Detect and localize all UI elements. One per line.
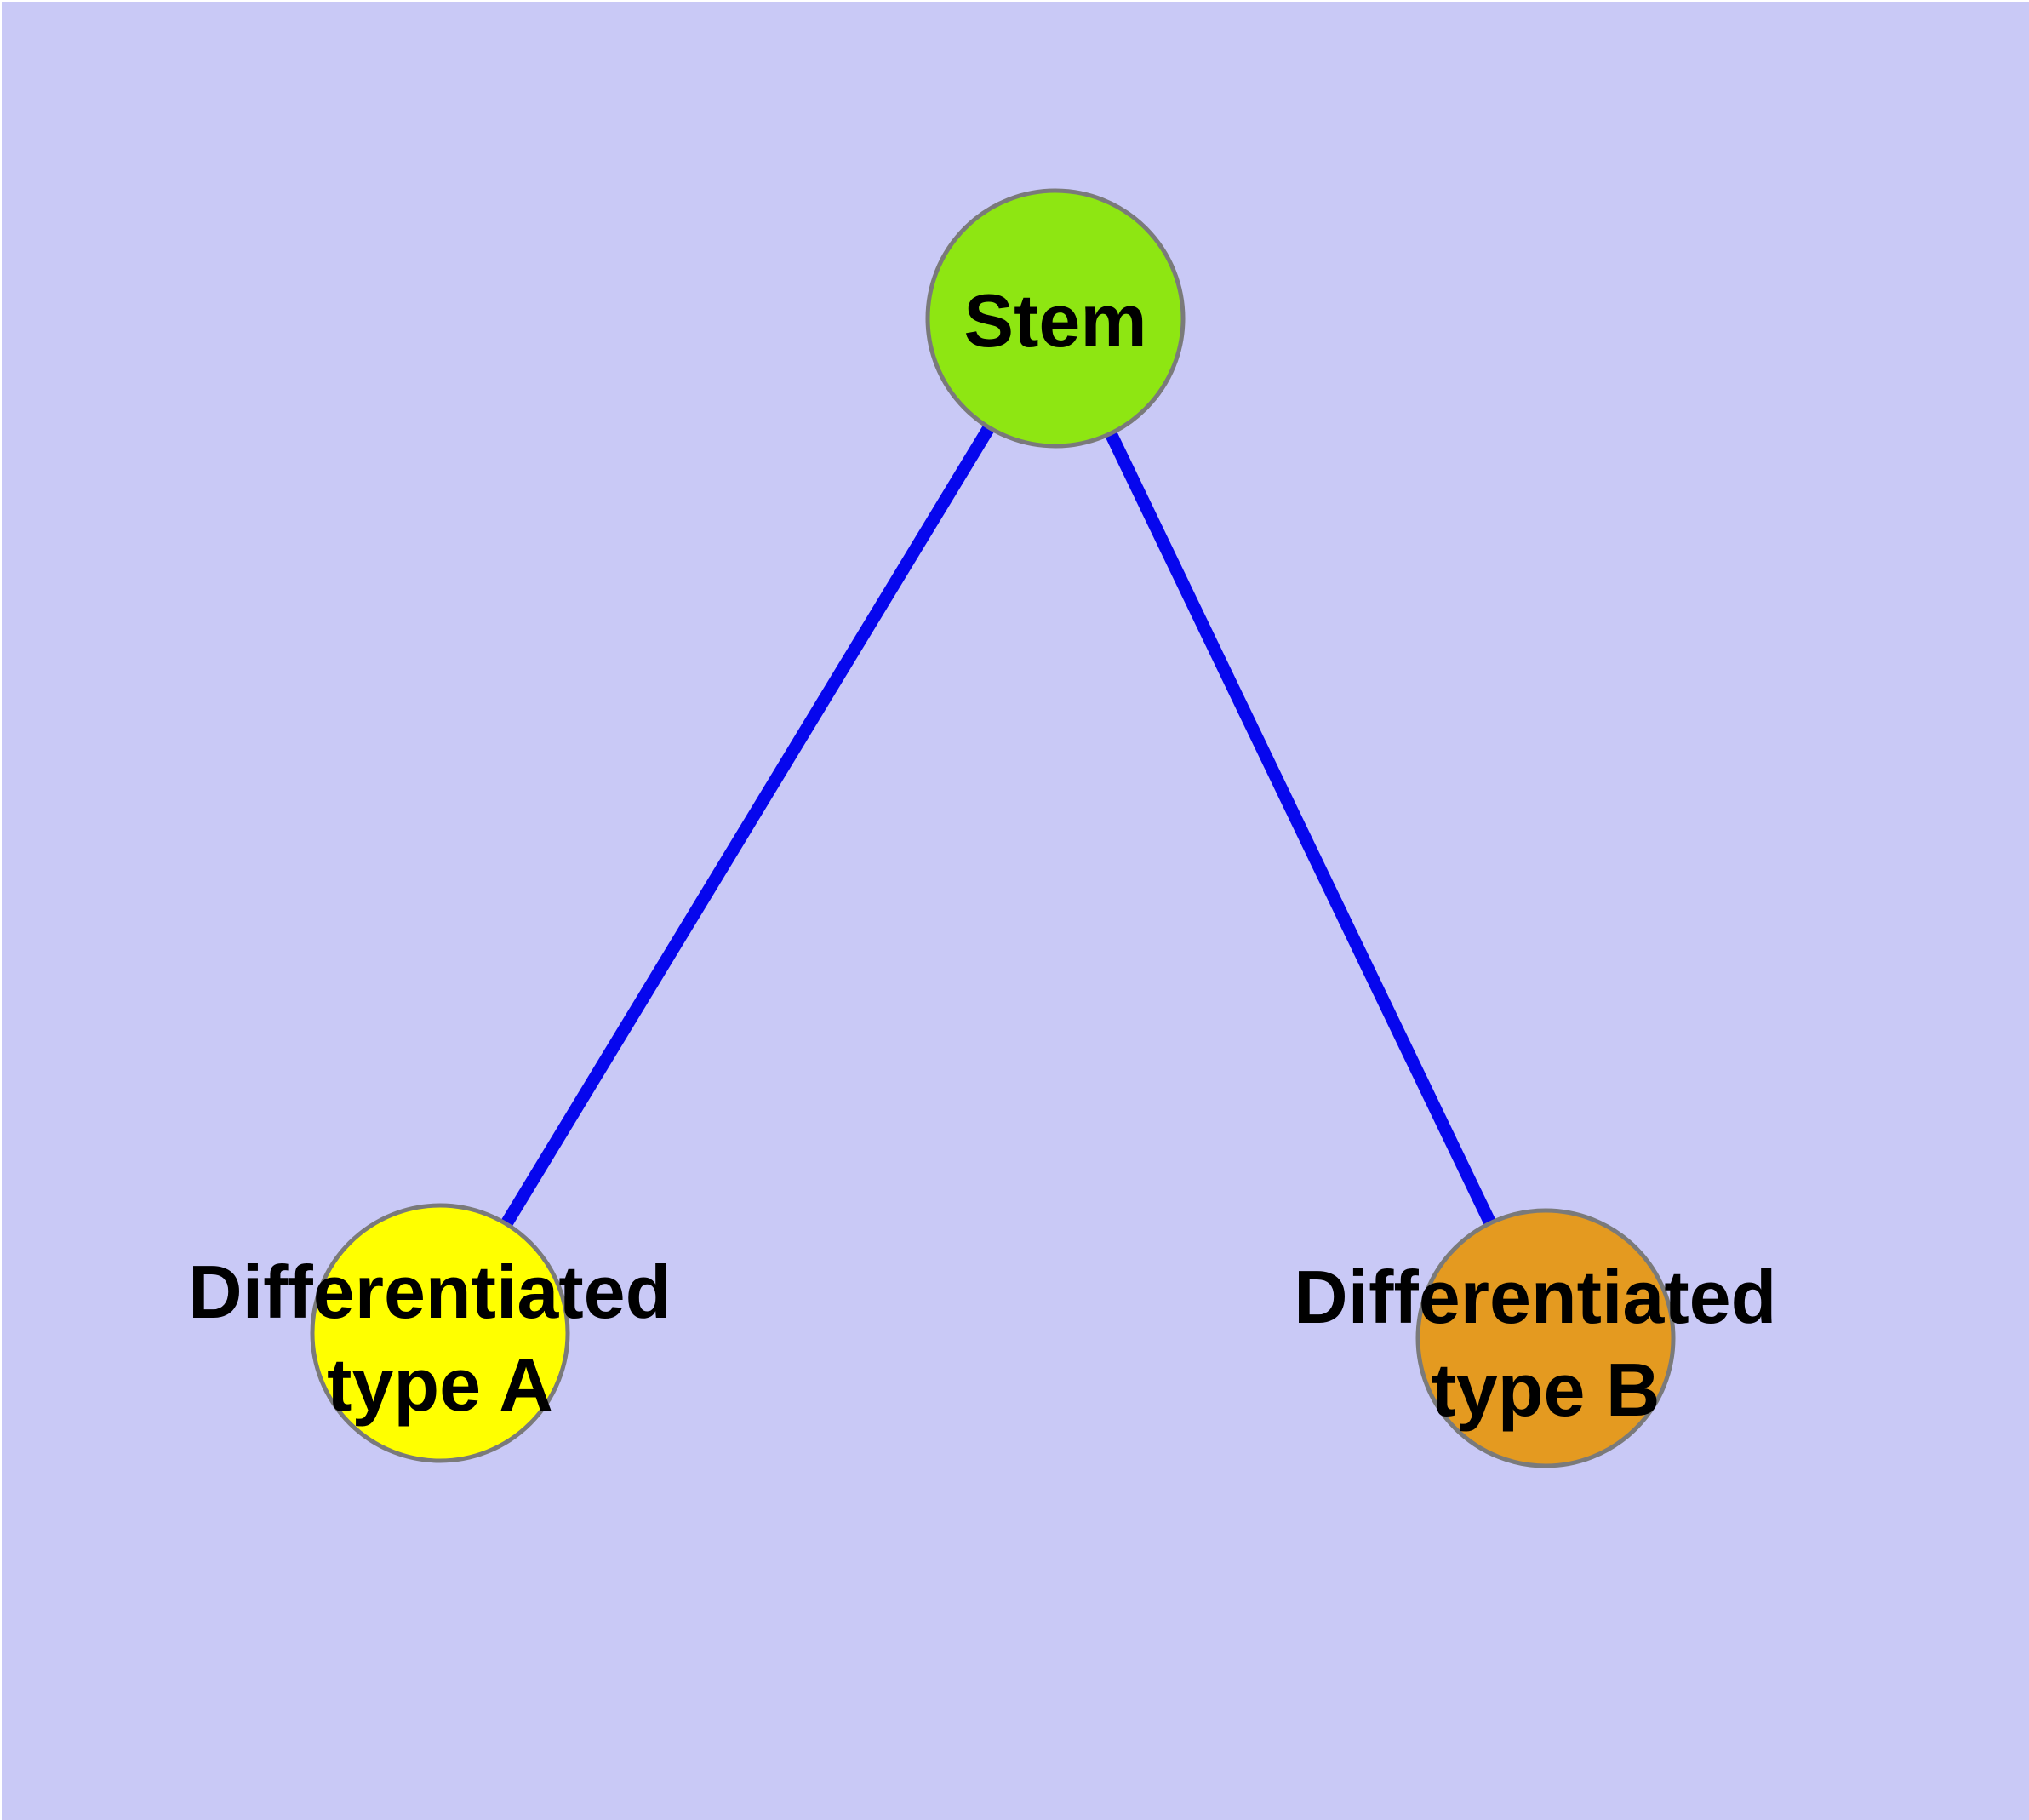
node-stem [925, 188, 1186, 449]
edge-layer [434, 315, 1552, 1342]
node-stem-label: Stem [963, 278, 1146, 363]
node-differentiated-type-a-label: Differentiated type A [188, 1250, 692, 1427]
node-differentiated-type-a-label-line1: Differentiated [188, 1250, 671, 1334]
node-differentiated-type-b-label-line2: type B [1432, 1348, 1660, 1432]
node-differentiated-type-b-label-line1: Differentiated [1294, 1255, 1776, 1339]
node-differentiated-type-a [310, 1203, 570, 1463]
node-differentiated-type-a-label-line2: type A [327, 1342, 553, 1427]
node-stem-circle[interactable] [925, 188, 1186, 449]
node-differentiated-type-b-circle[interactable] [1415, 1208, 1676, 1468]
node-differentiated-type-a-circle[interactable] [310, 1203, 570, 1463]
label-layer: Stem Differentiated type A Differentiate… [188, 278, 1798, 1432]
edge-stem-to-type-b [1049, 315, 1552, 1342]
node-differentiated-type-b [1415, 1208, 1676, 1468]
node-differentiated-type-b-label: Differentiated type B [1294, 1255, 1798, 1432]
node-layer [310, 188, 1676, 1468]
edge-stem-to-type-a [434, 315, 1061, 1336]
